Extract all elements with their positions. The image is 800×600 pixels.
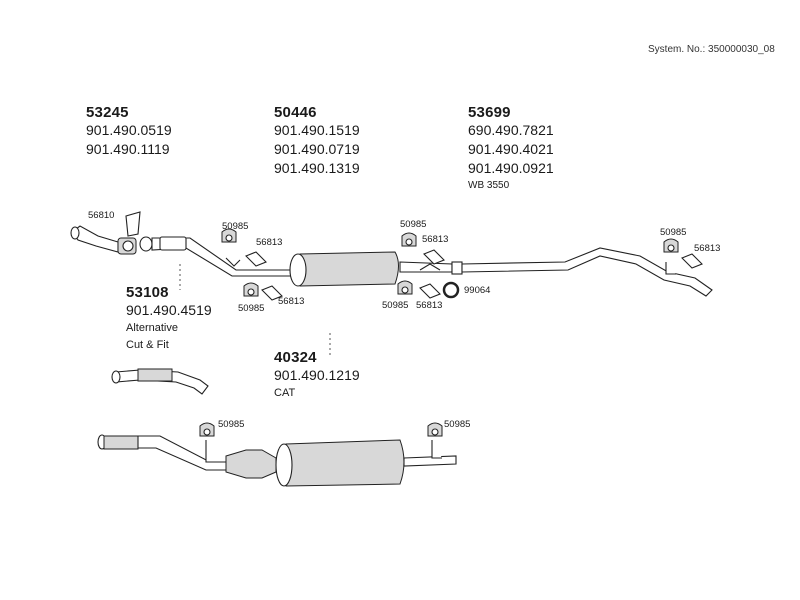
group-code: 53108 bbox=[126, 284, 169, 301]
part-group-40324: 40324 901.490.1219 CAT bbox=[274, 349, 360, 402]
group-code: 50446 bbox=[274, 104, 317, 121]
callout-50985: 50985 bbox=[660, 227, 686, 238]
front-pipe-53245 bbox=[70, 211, 141, 255]
callout-56813: 56813 bbox=[416, 300, 442, 311]
lower-muffler bbox=[275, 439, 457, 487]
part-group-50446: 50446 901.490.1519 901.490.0719 901.490.… bbox=[274, 104, 360, 178]
callout-50985: 50985 bbox=[238, 303, 264, 314]
part-group-53699: 53699 690.490.7821 901.490.4021 901.490.… bbox=[468, 104, 554, 191]
part-number: 901.490.4021 bbox=[468, 141, 554, 157]
callout-50985: 50985 bbox=[222, 221, 248, 232]
part-number: 901.490.1119 bbox=[86, 141, 170, 157]
clamp-ring-99064 bbox=[442, 281, 460, 299]
group-code: 53245 bbox=[86, 104, 129, 121]
hanger-50985-g bbox=[427, 422, 443, 459]
callout-99064: 99064 bbox=[464, 285, 490, 296]
part-group-53108: 53108 901.490.4519 Alternative Cut & Fit bbox=[126, 284, 212, 354]
part-number: 901.490.0719 bbox=[274, 141, 360, 157]
system-number: System. No.: 350000030_08 bbox=[648, 44, 775, 55]
callout-56810: 56810 bbox=[88, 210, 114, 221]
callout-56813: 56813 bbox=[694, 243, 720, 254]
lower-front-pipe bbox=[97, 434, 241, 471]
part-note: Cut & Fit bbox=[126, 339, 169, 351]
part-number: 901.490.1319 bbox=[274, 160, 360, 176]
hanger-50985-b bbox=[243, 282, 259, 297]
part-number: 901.490.0921 bbox=[468, 160, 554, 176]
callout-50985: 50985 bbox=[444, 419, 470, 430]
callout-56813: 56813 bbox=[256, 237, 282, 248]
clamp-56813-c bbox=[419, 249, 445, 271]
hanger-50985-f bbox=[199, 422, 218, 463]
group-code: 40324 bbox=[274, 349, 317, 366]
hanger-50985-a bbox=[221, 228, 237, 243]
group-code: 53699 bbox=[468, 104, 511, 121]
hanger-50985-d bbox=[397, 280, 413, 295]
clamp-56813-a bbox=[225, 251, 267, 267]
part-note: Alternative bbox=[126, 322, 178, 334]
part-number: 690.490.7821 bbox=[468, 122, 554, 138]
hanger-50985-c bbox=[401, 232, 417, 247]
part-number: 901.490.1519 bbox=[274, 122, 360, 138]
callout-50985: 50985 bbox=[218, 419, 244, 430]
callout-56813: 56813 bbox=[278, 296, 304, 307]
catalytic-converter-40324 bbox=[225, 449, 277, 479]
callout-56813: 56813 bbox=[422, 234, 448, 245]
tail-pipe bbox=[461, 247, 713, 297]
alternative-pipe-53108 bbox=[111, 368, 209, 395]
part-number: 901.490.4519 bbox=[126, 302, 212, 318]
part-note: WB 3550 bbox=[468, 180, 510, 191]
clamp-56813-e bbox=[665, 253, 703, 275]
part-group-53245: 53245 901.490.0519 901.490.1119 bbox=[86, 104, 172, 159]
callout-50985: 50985 bbox=[382, 300, 408, 311]
clamp-56813-d bbox=[419, 283, 441, 299]
hanger-50985-e bbox=[663, 238, 679, 253]
part-note: CAT bbox=[274, 387, 296, 399]
part-number: 901.490.0519 bbox=[86, 122, 172, 138]
part-number: 901.490.1219 bbox=[274, 367, 360, 383]
clamp-56813-b bbox=[261, 285, 283, 301]
callout-50985: 50985 bbox=[400, 219, 426, 230]
